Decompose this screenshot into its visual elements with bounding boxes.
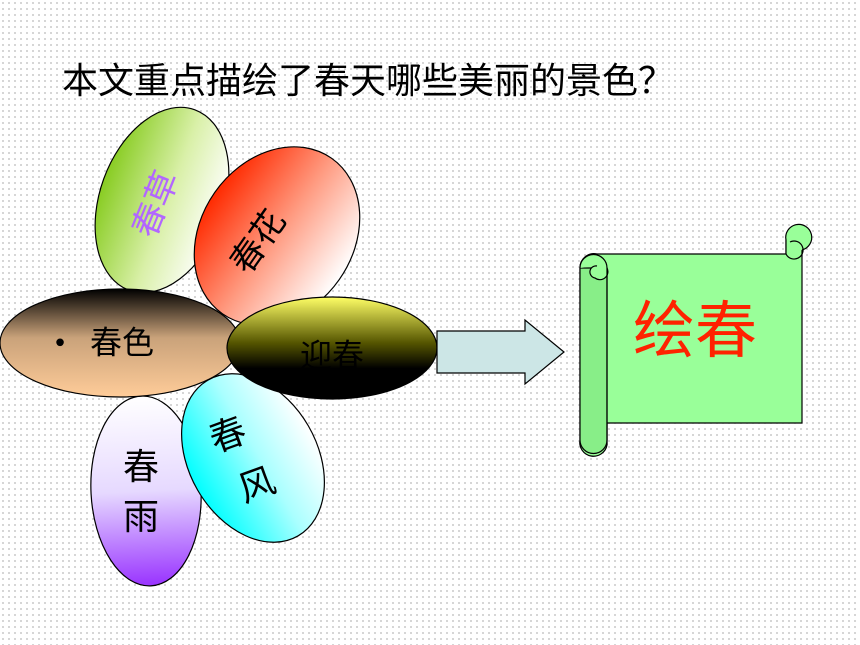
- petal-yingchun: 迎春: [226, 296, 438, 400]
- petal-chunse-label: 春色: [90, 324, 154, 362]
- petal-chunse: • 春色: [0, 288, 241, 398]
- right-arrow-icon: [436, 318, 565, 386]
- petal-chunfeng: 春 风: [181, 373, 325, 543]
- petal-yingchun-label: 迎春: [300, 337, 364, 375]
- petal-chunhua: 春花: [193, 146, 361, 326]
- petal-chunyu-char1: 春: [123, 447, 159, 488]
- slide-title: 本文重点描绘了春天哪些美丽的景色？: [62, 61, 675, 102]
- petal-chunyu-char2: 雨: [123, 497, 159, 538]
- petal-chunse-bullet: •: [52, 329, 67, 359]
- scroll-banner: 绘春: [579, 223, 813, 457]
- scroll-label: 绘春: [633, 294, 757, 367]
